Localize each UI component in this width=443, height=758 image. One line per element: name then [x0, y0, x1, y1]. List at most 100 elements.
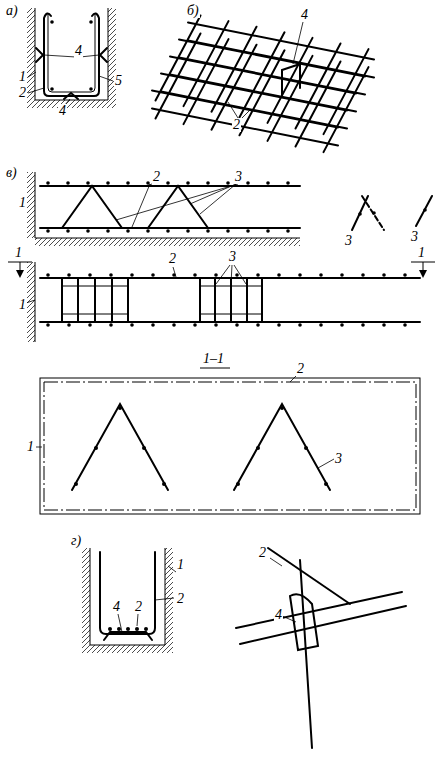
drawing-stroke [235, 323, 239, 327]
callout-number: 3 [228, 250, 237, 264]
drawing-stroke [200, 368, 230, 369]
drawing-stroke [62, 278, 262, 322]
drawing-stroke [340, 273, 344, 277]
drawing-stroke [236, 482, 240, 486]
drawing-stroke [256, 273, 260, 277]
drawing-stroke [193, 273, 197, 277]
drawing-stroke [319, 323, 323, 327]
drawing-stroke [382, 273, 386, 277]
callout-number: 3 [410, 230, 419, 244]
callout-number: 2 [176, 592, 185, 606]
callout-number: 2 [168, 252, 177, 266]
drawing-stroke [324, 49, 369, 134]
drawing-stroke [186, 229, 190, 233]
drawing-stroke [165, 548, 173, 653]
drawing-stroke [146, 229, 150, 233]
callout-number: 4 [74, 44, 83, 58]
drawing-stroke [135, 627, 139, 631]
drawing-stroke [108, 627, 112, 631]
drawing-stroke [48, 14, 95, 92]
chair-spacer-b [228, 22, 303, 118]
drawing-stroke [286, 181, 290, 185]
drawing-stroke [166, 229, 170, 233]
callout-number: 1 [176, 558, 185, 572]
drawing-stroke [298, 273, 302, 277]
view-letter: б) [186, 4, 200, 18]
drawing-stroke [193, 323, 197, 327]
drawing-stroke [106, 229, 110, 233]
drawing-stroke [144, 627, 148, 631]
drawing-stroke [27, 172, 35, 238]
drawing-stroke [40, 378, 420, 514]
drawing-stroke [100, 552, 155, 634]
drawing-stroke [235, 273, 239, 277]
drawing-stroke [352, 196, 368, 230]
drawing-stroke [277, 323, 281, 327]
drawing-stroke [423, 208, 427, 212]
callout-number: 2 [296, 362, 305, 376]
callout-number: 1 [18, 298, 27, 312]
drawing-stroke [44, 13, 99, 96]
callout-number: 1 [26, 440, 35, 454]
callout-number: 4 [274, 608, 283, 622]
callout-number: 4 [58, 104, 67, 118]
drawing-stroke [35, 172, 300, 238]
drawing-stroke [304, 446, 308, 450]
drawing-stroke [86, 181, 90, 185]
drawing-stroke [162, 482, 166, 486]
drawing-stroke [130, 323, 134, 327]
drawing-stroke [126, 181, 130, 185]
drawing-stroke [40, 186, 300, 228]
drawing-stroke [82, 548, 90, 653]
drawing-stroke [46, 323, 50, 327]
drawing-stroke [319, 273, 323, 277]
drawing-stroke [117, 627, 121, 631]
drawing-stroke [116, 184, 238, 227]
drawing-stroke [46, 181, 290, 233]
drawing-stroke [382, 323, 386, 327]
drawing-stroke [26, 265, 246, 303]
drawing-stroke [270, 558, 296, 622]
drawing-stroke [16, 270, 24, 278]
view-letter: а) [5, 4, 19, 18]
drawing-stroke [67, 323, 71, 327]
drawing-stroke [118, 406, 122, 410]
drawing-stroke [146, 181, 150, 185]
drawing-stroke [358, 212, 362, 216]
slab-plan [8, 262, 435, 342]
drawing-stroke [35, 100, 108, 108]
callout-number: 1 [18, 70, 27, 84]
drawing-stroke [290, 594, 318, 650]
drawing-stroke [89, 87, 93, 91]
callout-number: 5 [114, 74, 123, 88]
drawing-stroke [246, 181, 250, 185]
view-letter: в) [5, 166, 18, 180]
drawing-stroke [28, 55, 113, 106]
drawing-stroke [72, 404, 330, 490]
drawing-stroke [50, 87, 54, 91]
drawing-stroke [226, 181, 230, 185]
drawing-stroke [362, 196, 384, 230]
drawing-stroke [44, 382, 416, 510]
callout-number: 2 [232, 118, 241, 132]
drawing-stroke [419, 270, 427, 278]
drawing-stroke [74, 482, 78, 486]
drawing-stroke [324, 482, 328, 486]
drawing-stroke [130, 273, 134, 277]
drawing-stroke [36, 376, 334, 468]
trench-section-a [27, 8, 116, 108]
drawing-stroke [94, 446, 98, 450]
drawing-stroke [206, 229, 210, 233]
drawing-stroke [151, 323, 155, 327]
drawing-stroke [46, 273, 50, 277]
drawing-stroke [109, 273, 113, 277]
reinforcement-mesh-b [152, 16, 374, 153]
drawing-stroke [361, 323, 365, 327]
drawing-stroke [298, 323, 302, 327]
drawing-stroke [403, 323, 407, 327]
trench-section-g [82, 548, 406, 748]
drawing-stroke [151, 273, 155, 277]
callout-number: 4 [300, 8, 309, 22]
section-title: 1–1 [202, 352, 225, 366]
